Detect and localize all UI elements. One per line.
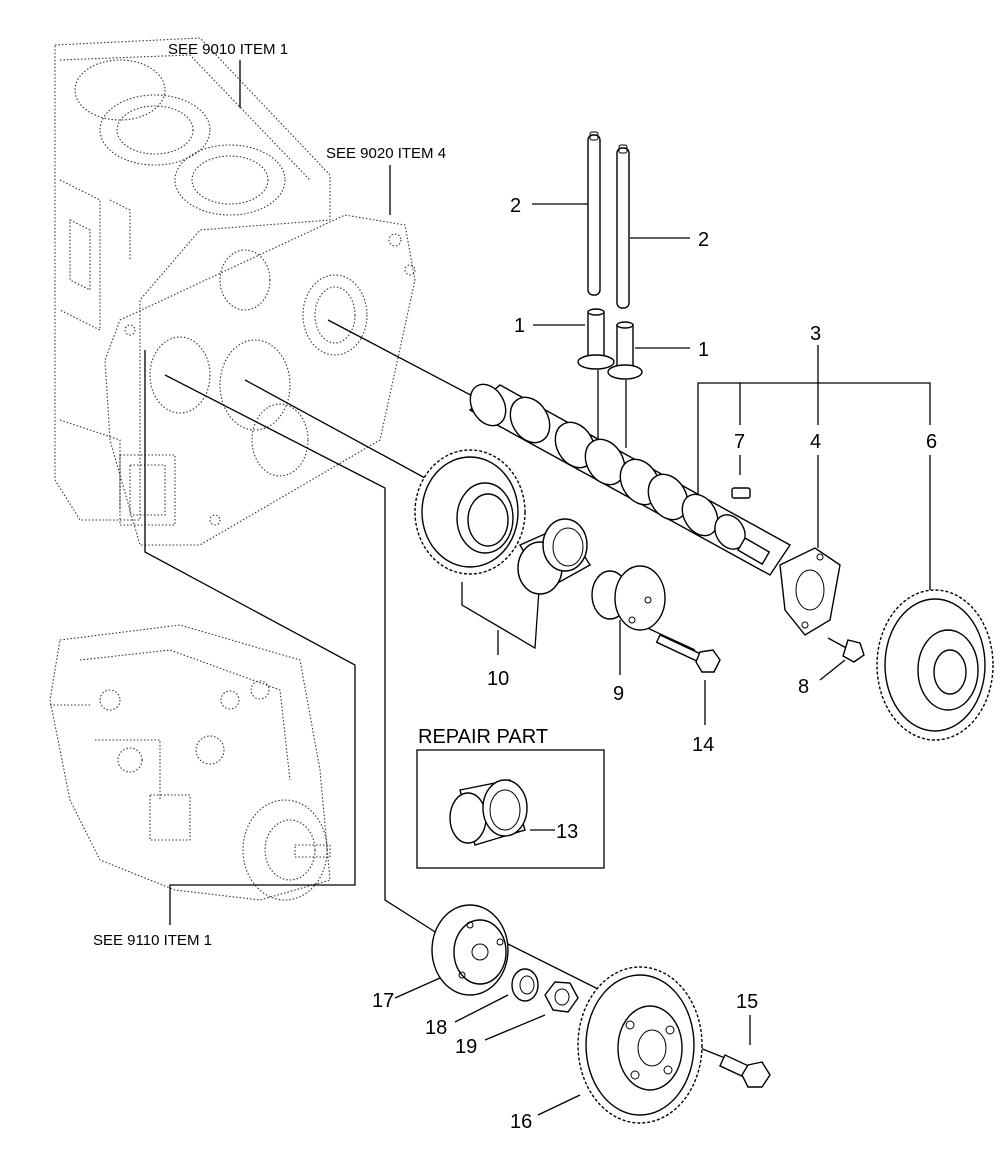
callout-2b: 2 [698,229,709,251]
ref-injection-pump: SEE 9110 ITEM 1 [93,932,212,949]
gear-case [104,214,416,546]
leader-lines [144,60,931,1116]
callout-3: 3 [810,323,821,345]
callout-10: 10 [487,668,509,690]
pump-gear [577,966,703,1124]
tappet-left [577,308,615,370]
push-rod-right [616,144,630,309]
bolt-8 [827,637,865,663]
thrust-plate [779,547,841,636]
bolt-15 [718,1054,771,1088]
idler-bushing [517,518,591,595]
callout-8: 8 [798,676,809,698]
engine-block [54,37,331,526]
ref-block: SEE 9010 ITEM 1 [168,41,288,58]
ref-gear-case: SEE 9020 ITEM 4 [326,145,446,162]
callout-1b: 1 [698,339,709,361]
callout-2a: 2 [510,195,521,217]
key [731,487,751,499]
callout-7: 7 [734,431,745,453]
washer [511,968,539,1002]
push-rod-left [587,131,601,296]
repair-part-title: REPAIR PART [418,726,548,748]
callout-6: 6 [926,431,937,453]
bolt-14 [655,634,721,673]
callout-15: 15 [736,991,758,1013]
idler-shaft [591,565,666,631]
injection-pump [49,624,331,901]
idler-gear [414,449,526,575]
cam-gear [876,589,994,741]
callout-18: 18 [425,1017,447,1039]
camshaft [468,383,792,576]
callout-9: 9 [613,683,624,705]
nut [544,981,579,1013]
callout-16: 16 [510,1111,532,1133]
tappet-right [607,321,643,380]
pump-hub [431,904,509,996]
callout-14: 14 [692,734,714,756]
repair-part-box [416,749,605,869]
callout-1a: 1 [514,315,525,337]
callout-13: 13 [556,821,578,843]
callout-19: 19 [455,1036,477,1058]
callout-17: 17 [372,990,394,1012]
callout-4: 4 [810,431,821,453]
